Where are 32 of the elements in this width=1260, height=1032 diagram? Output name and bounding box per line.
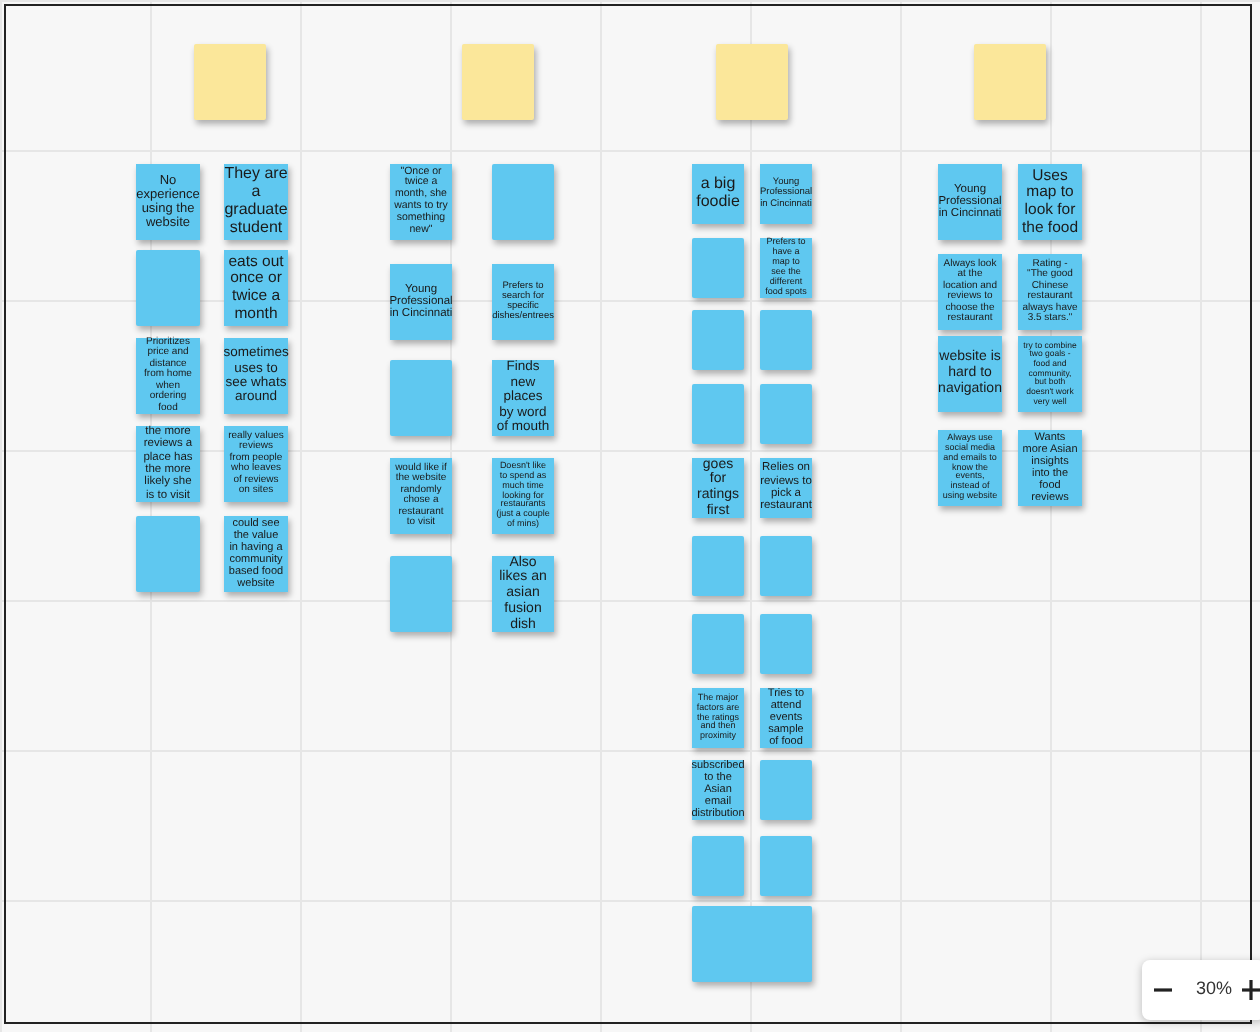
sticky-note	[194, 44, 266, 120]
sticky-note	[692, 310, 744, 370]
sticky-note	[462, 44, 534, 120]
sticky-note	[760, 310, 812, 370]
sticky-note	[974, 44, 1046, 120]
sticky-note	[692, 238, 744, 298]
note-text: a big foodie	[696, 176, 740, 212]
sticky-note	[692, 614, 744, 674]
sticky-note	[760, 164, 812, 224]
sticky-note	[390, 360, 452, 436]
sticky-note	[136, 516, 200, 592]
sticky-note	[692, 836, 744, 896]
sticky-note	[760, 384, 812, 444]
sticky-note	[760, 836, 812, 896]
note-text: They are a graduate student	[224, 166, 288, 238]
sticky-note	[692, 906, 812, 982]
sticky-note	[692, 536, 744, 596]
sticky-note	[760, 760, 812, 820]
sticky-note	[692, 384, 744, 444]
sticky-note	[136, 164, 200, 240]
sticky-note	[492, 264, 554, 340]
sticky-note	[136, 250, 200, 326]
sticky-note	[390, 264, 452, 340]
sticky-note	[938, 336, 1002, 412]
sticky-note	[692, 164, 744, 224]
sticky-note	[390, 556, 452, 632]
sticky-note	[938, 164, 1002, 240]
sticky-note	[760, 536, 812, 596]
sticky-note	[492, 164, 554, 240]
sticky-note	[760, 614, 812, 674]
zoom-level: 30%	[1196, 978, 1233, 998]
sticky-note	[716, 44, 788, 120]
